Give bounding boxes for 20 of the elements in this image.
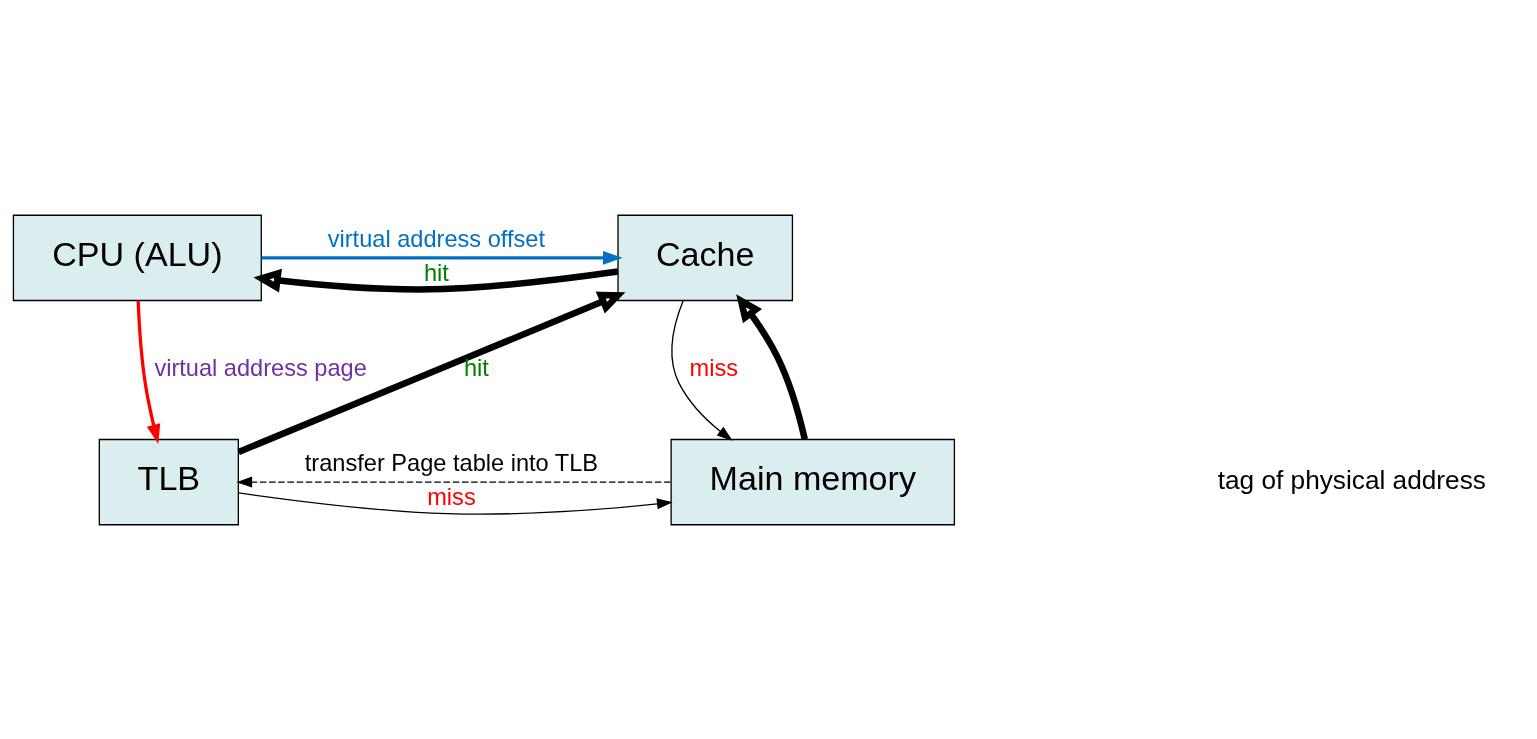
edge-label: hit [463,354,489,381]
edge-label: virtual address page [154,354,367,381]
arrow [237,291,626,455]
arrow [261,250,623,265]
node-box: Main memory [670,438,956,525]
arrow [671,299,733,441]
label: tag of physical address [1217,464,1486,495]
node-box: TLB [98,438,239,525]
arrow [736,293,808,440]
arrow [253,267,619,293]
node-box: CPU (ALU) [12,214,262,301]
edge-label: miss [689,354,738,381]
node-box: Cache [617,214,794,301]
edge-label: transfer Page table into TLB [304,449,599,476]
arrow [236,476,672,488]
edge-label: miss [427,483,476,510]
edge-label: virtual address offset [327,225,546,252]
arrow [237,491,673,515]
edge-label: hit [423,259,449,286]
arrow [136,300,161,444]
